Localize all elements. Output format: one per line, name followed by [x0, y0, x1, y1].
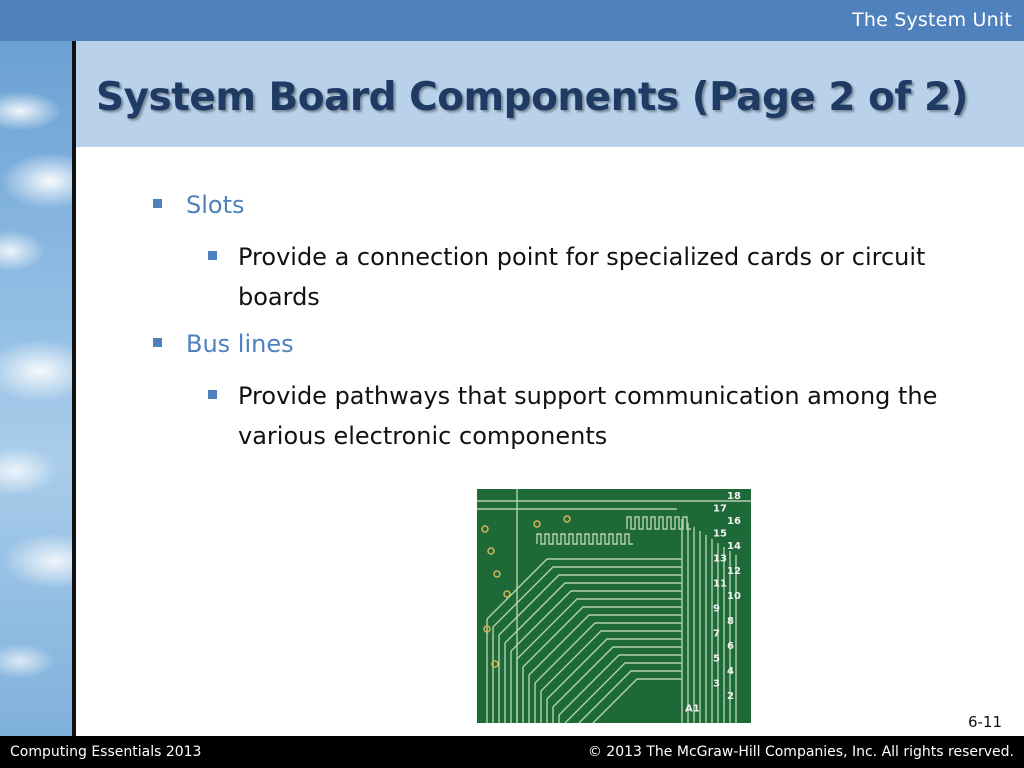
- scale-label: 10: [727, 591, 741, 602]
- scale-label: 5: [713, 654, 720, 665]
- scale-label: 14: [727, 541, 741, 552]
- scale-label: 16: [727, 516, 741, 527]
- scale-label: 4: [727, 666, 734, 677]
- scale-label: 12: [727, 566, 741, 577]
- scale-label: 9: [713, 604, 720, 615]
- bullet-marker-icon: [208, 390, 217, 399]
- sky-background-strip: [0, 41, 72, 736]
- footer: Computing Essentials 2013 © 2013 The McG…: [0, 736, 1024, 768]
- bullet-marker-icon: [153, 199, 162, 208]
- scale-label: 13: [713, 554, 727, 565]
- bullet-marker-icon: [208, 251, 217, 260]
- slide-content: Slots Provide a connection point for spe…: [76, 147, 1024, 736]
- scale-label: 18: [727, 491, 741, 502]
- circuit-trace: [510, 590, 682, 723]
- circuit-trace: [552, 646, 682, 723]
- section-label: The System Unit: [852, 9, 1012, 31]
- solder-pad: [533, 520, 541, 528]
- footer-copyright: © 2013 The McGraw-Hill Companies, Inc. A…: [587, 744, 1014, 760]
- circuit-trace: [576, 678, 682, 723]
- solder-pad: [481, 525, 489, 533]
- bullet-bus-lines: Bus lines: [153, 330, 294, 358]
- scale-label: 17: [713, 504, 727, 515]
- page-number: 6-11: [967, 713, 1002, 731]
- scale-label: 15: [713, 529, 727, 540]
- top-bar: The System Unit: [0, 0, 1024, 41]
- slide-title: System Board Components (Page 2 of 2): [96, 75, 968, 120]
- bullet-label: Slots: [186, 191, 245, 219]
- title-band: System Board Components (Page 2 of 2): [76, 41, 1024, 147]
- circuit-trace: [626, 516, 691, 530]
- circuit-trace: [498, 574, 682, 723]
- solder-pad: [491, 660, 499, 668]
- circuit-trace: [528, 614, 682, 723]
- scale-label: 2: [727, 691, 734, 702]
- footer-course-title: Computing Essentials 2013: [10, 744, 202, 760]
- circuit-trace: [546, 638, 682, 723]
- solder-pad: [493, 570, 501, 578]
- scale-label: 11: [713, 579, 727, 590]
- circuit-trace: [540, 630, 682, 723]
- sub-bullet-bus-lines: Provide pathways that support communicat…: [208, 376, 968, 456]
- solder-pad: [503, 590, 511, 598]
- circuit-trace: [504, 582, 682, 723]
- circuit-trace: [492, 566, 682, 723]
- bullet-label: Bus lines: [186, 330, 294, 358]
- solder-pad: [483, 625, 491, 633]
- solder-pad: [487, 547, 495, 555]
- circuit-trace: [564, 662, 682, 723]
- circuit-trace: [522, 606, 682, 723]
- scale-label: 3: [713, 679, 720, 690]
- solder-pad: [563, 515, 571, 523]
- circuit-trace: [570, 670, 682, 723]
- bullet-slots: Slots: [153, 191, 245, 219]
- bullet-marker-icon: [153, 338, 162, 347]
- circuit-trace: [558, 654, 682, 723]
- circuit-trace: [536, 533, 633, 545]
- sub-bullet-text: Provide pathways that support communicat…: [238, 382, 938, 450]
- sub-bullet-text: Provide a connection point for specializ…: [238, 243, 926, 311]
- scale-label: 7: [713, 629, 720, 640]
- scale-label: A1: [685, 704, 700, 715]
- scale-label: 8: [727, 616, 734, 627]
- scale-label: 6: [727, 641, 734, 652]
- sub-bullet-slots: Provide a connection point for specializ…: [208, 237, 968, 317]
- circuit-trace: [534, 622, 682, 723]
- vertical-divider: [72, 41, 76, 736]
